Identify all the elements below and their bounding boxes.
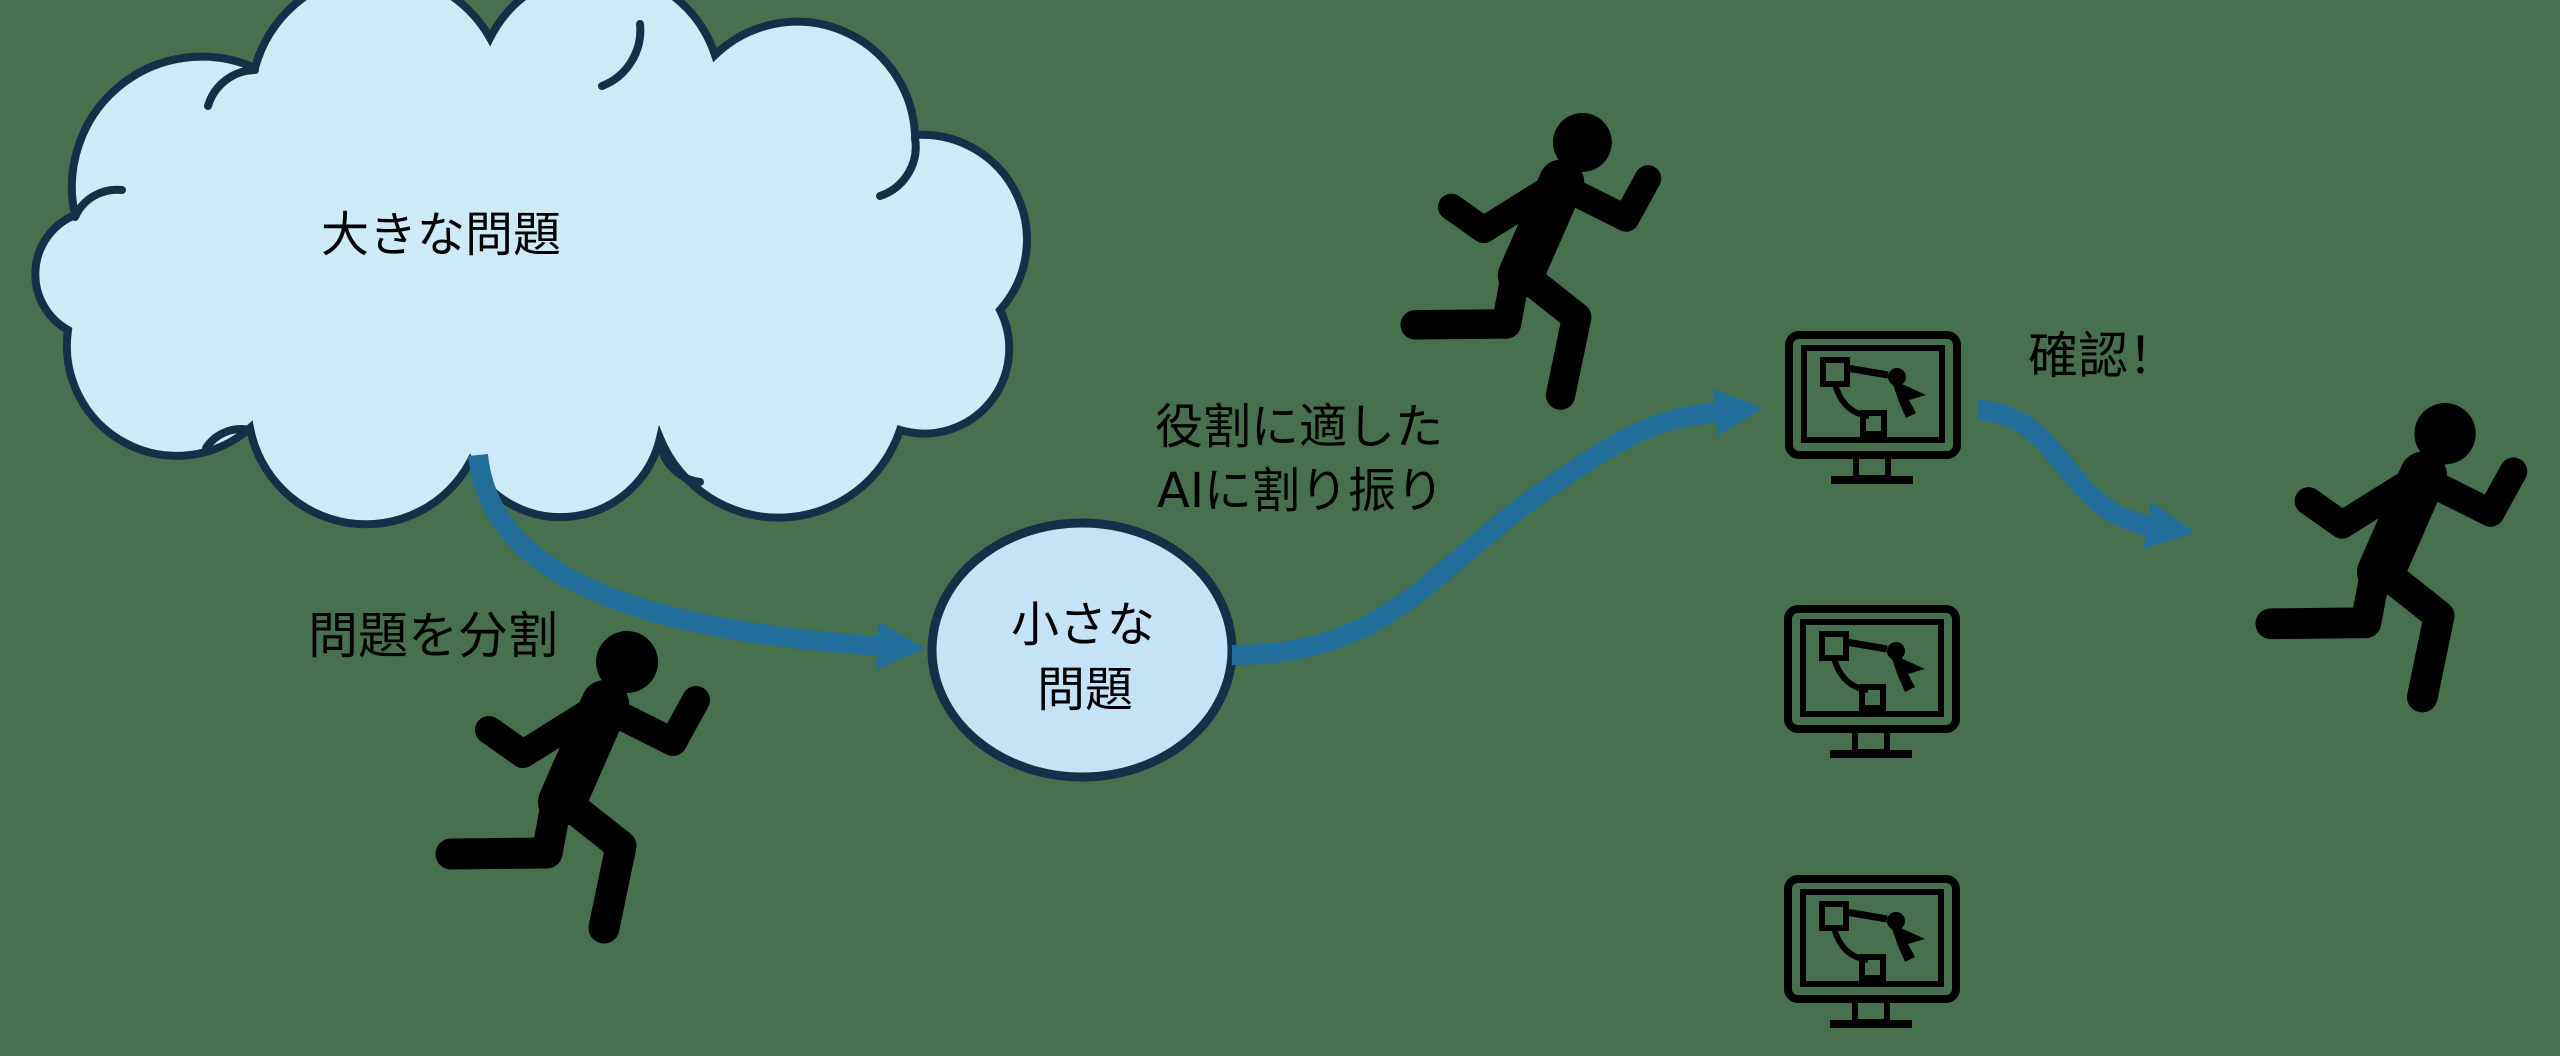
big-problem-label: 大きな問題 xyxy=(321,207,561,263)
confirm-label: 確認！ xyxy=(2028,327,2178,385)
assign-label-line1: 役割に適した xyxy=(1155,399,1443,455)
cloud-hook xyxy=(876,134,920,200)
split-problem-label: 問題を分割 xyxy=(308,607,558,665)
assign-label-line2: AIに割り振り xyxy=(1157,463,1444,519)
small-problem-label-line1: 小さな xyxy=(1011,597,1155,653)
small-problem-label-line2: 問題 xyxy=(1037,662,1133,718)
cloud-big-problem xyxy=(31,0,1031,529)
cloud-hook xyxy=(598,20,645,90)
cloud-hook xyxy=(71,185,126,221)
cloud-hook xyxy=(204,66,259,110)
arrow-confirm xyxy=(1977,400,2195,549)
cloud-hook xyxy=(202,425,254,452)
arrow-split xyxy=(468,453,926,670)
arrow-assign xyxy=(1231,388,1764,665)
cloud-hook xyxy=(656,436,704,486)
